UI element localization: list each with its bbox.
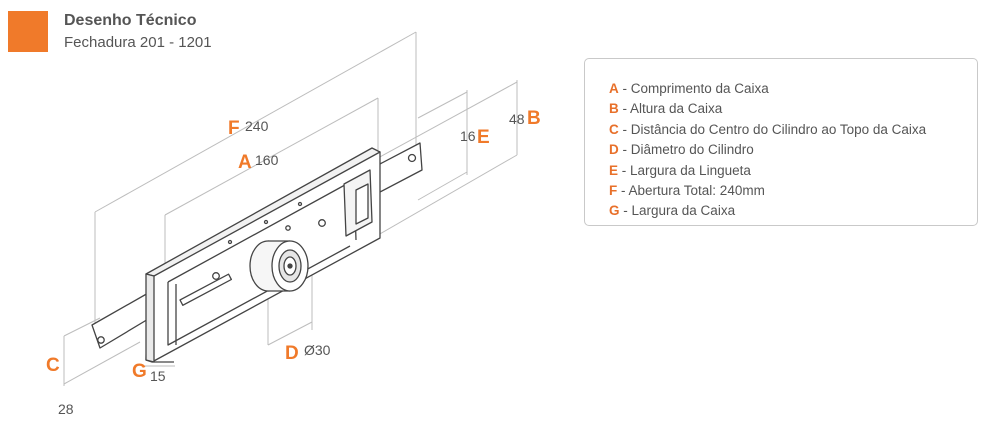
legend-item-d: D - Diâmetro do Cilindro	[609, 142, 754, 158]
dim-D-value: Ø30	[304, 342, 331, 358]
legend-list: A - Comprimento da Caixa B - Altura da C…	[585, 59, 977, 222]
dim-A-letter: A	[238, 152, 252, 173]
page-subtitle: Fechadura 201 - 1201	[64, 34, 212, 51]
dim-E-value: 16	[460, 128, 476, 144]
brand-swatch	[8, 11, 48, 52]
dim-F-letter: F	[228, 118, 240, 139]
page-title: Desenho Técnico	[64, 12, 197, 29]
dim-A-value: 160	[255, 152, 279, 168]
lock-drawing	[91, 142, 423, 363]
dim-B-value: 48	[509, 111, 525, 127]
legend-item-e: E - Largura da Lingueta	[609, 162, 751, 178]
dim-F-value: 240	[245, 118, 269, 134]
dim-G-value: 15	[150, 368, 166, 384]
dim-C-letter: C	[46, 355, 60, 376]
dim-G-letter: G	[132, 361, 147, 382]
legend-box: A - Comprimento da Caixa B - Altura da C…	[584, 58, 978, 226]
dimension-lines	[63, 31, 518, 386]
dim-B-letter: B	[527, 108, 541, 129]
dim-C-value: 28	[58, 401, 74, 417]
right-bolt	[377, 142, 423, 193]
legend-item-g: G - Largura da Caixa	[609, 203, 736, 219]
dimension-labels: F 240 A 160 16 E 48 B D Ø30 C 28 G 15	[46, 108, 541, 417]
legend-item-c: C - Distância do Centro do Cilindro ao T…	[609, 121, 927, 137]
legend-item-a: A - Comprimento da Caixa	[609, 81, 769, 96]
dim-E-letter: E	[477, 127, 490, 148]
dim-D-letter: D	[285, 343, 299, 364]
legend-item-f: F - Abertura Total: 240mm	[609, 182, 765, 198]
legend-item-b: B - Altura da Caixa	[609, 101, 723, 117]
